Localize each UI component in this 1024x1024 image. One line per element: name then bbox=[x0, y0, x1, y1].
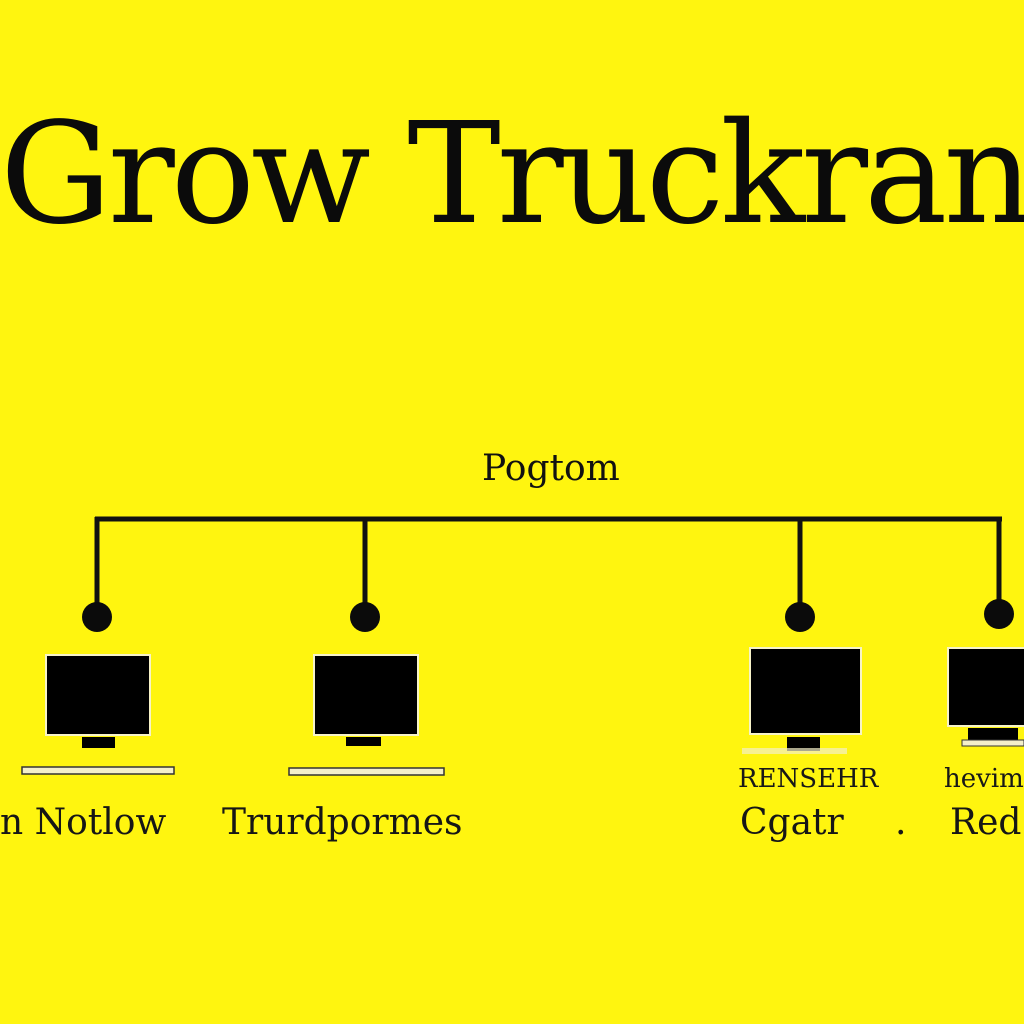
monitor-icon bbox=[288, 654, 445, 776]
node-label-1: n Notlow bbox=[0, 802, 167, 843]
diagram-title: Grow Truckrand bbox=[0, 93, 1024, 256]
monitor-icon bbox=[742, 647, 862, 754]
node-label-4: Red bbox=[950, 802, 1022, 843]
connector-dot-3 bbox=[785, 602, 815, 632]
node-label-3: Cgatr bbox=[740, 802, 844, 843]
connector-dot-1 bbox=[82, 602, 112, 632]
node-sublabel-3: RENSEHR bbox=[738, 764, 879, 794]
connector-dot-2 bbox=[350, 602, 380, 632]
node-sublabel-4: hevim bbox=[944, 764, 1024, 794]
node-label-2: Trurdpormes bbox=[222, 802, 463, 843]
monitor-icon bbox=[21, 654, 175, 775]
monitor-icon bbox=[947, 647, 1024, 747]
separator-dot: . bbox=[895, 802, 907, 843]
connector-dot-4 bbox=[984, 599, 1014, 629]
root-node-label: Pogtom bbox=[482, 448, 620, 489]
